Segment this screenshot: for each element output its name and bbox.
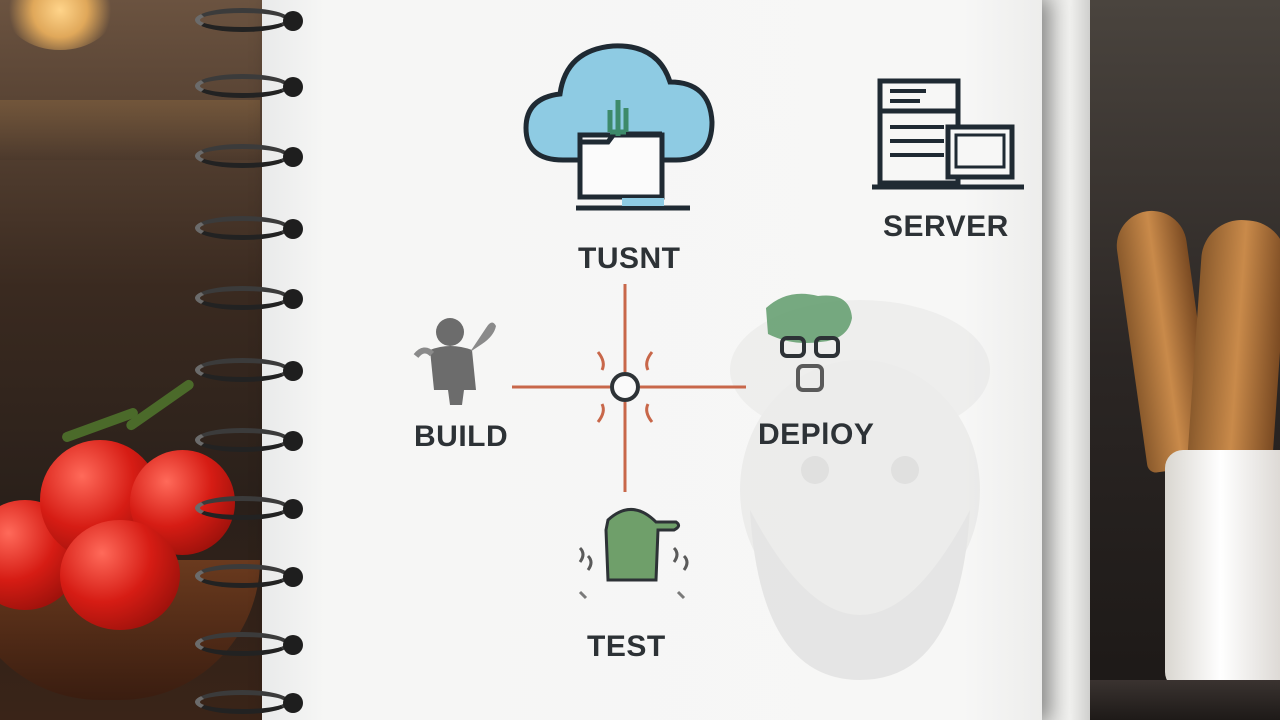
spiral-ring [195,494,305,524]
spiral-ring [195,426,305,456]
countertop [1090,680,1280,720]
server-computer-icon [872,78,1024,190]
cloud-upload-icon [523,43,715,211]
cooking-pot-icon [578,508,689,600]
notebook-page-edge [1040,0,1090,720]
tomato [60,520,180,630]
label-server: SERVER [883,210,1009,243]
spiral-ring [195,72,305,102]
spiral-ring [195,356,305,386]
target-hub-icon [512,284,746,492]
label-test: TEST [587,630,666,663]
chef-figure-icon [413,318,496,405]
spiral-ring [195,284,305,314]
spiral-ring [195,214,305,244]
spiral-ring [195,688,305,718]
label-build: BUILD [414,420,509,453]
spiral-ring [195,6,305,36]
spiral-ring [195,630,305,660]
label-top-stage: TUSNT [578,242,681,275]
utensil-jar [1165,450,1280,690]
spiral-ring [195,562,305,592]
gears-icon [766,293,852,392]
spiral-ring [195,142,305,172]
label-deploy: DEPlOY [758,418,875,451]
